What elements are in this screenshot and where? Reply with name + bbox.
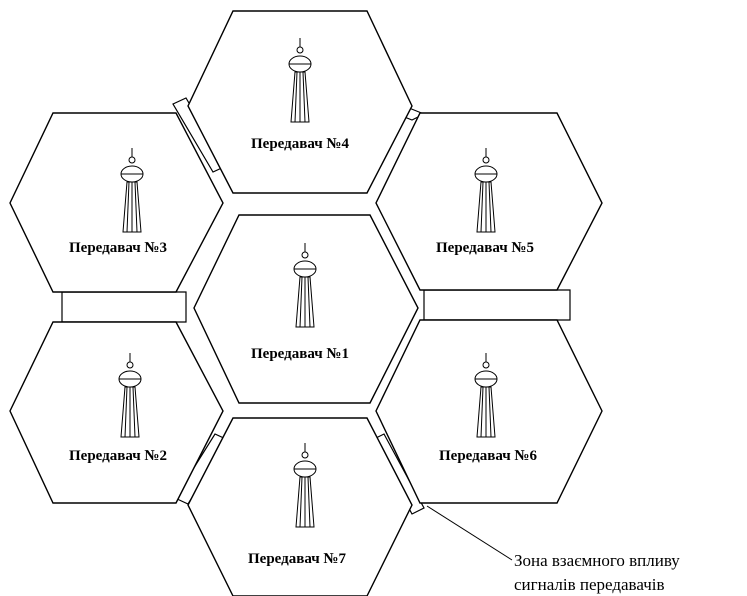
interference-zone-3-2 bbox=[61, 291, 187, 323]
transmitter-labels: Передавач №4 Передавач №3 Передавач №5 П… bbox=[69, 136, 537, 567]
callout-pointer bbox=[426, 505, 513, 561]
interference-zone-label-line2: сигналів передавачів bbox=[514, 575, 665, 594]
cell-6-label: Передавач №6 bbox=[439, 448, 537, 464]
cell-7-label: Передавач №7 bbox=[248, 551, 346, 567]
cell-3-hexagon bbox=[9, 112, 224, 293]
transmitter-towers bbox=[118, 38, 498, 528]
interference-zone-5-6 bbox=[423, 289, 571, 321]
tower-icon bbox=[288, 38, 312, 123]
cell-3-label: Передавач №3 bbox=[69, 240, 167, 256]
tower-icon bbox=[120, 148, 144, 233]
tower-icon bbox=[474, 148, 498, 233]
cell-4-label: Передавач №4 bbox=[251, 136, 349, 152]
tower-icon bbox=[293, 243, 317, 328]
tower-icon bbox=[474, 353, 498, 438]
tower-icon bbox=[118, 353, 142, 438]
cell-5-label: Передавач №5 bbox=[436, 240, 534, 256]
interference-zone-label-line1: Зона взаємного впливу bbox=[514, 551, 680, 570]
cell-2-label: Передавач №2 bbox=[69, 448, 167, 464]
cell-1-label: Передавач №1 bbox=[251, 346, 349, 362]
tower-icon bbox=[293, 443, 317, 528]
cell-2-hexagon bbox=[9, 321, 224, 504]
